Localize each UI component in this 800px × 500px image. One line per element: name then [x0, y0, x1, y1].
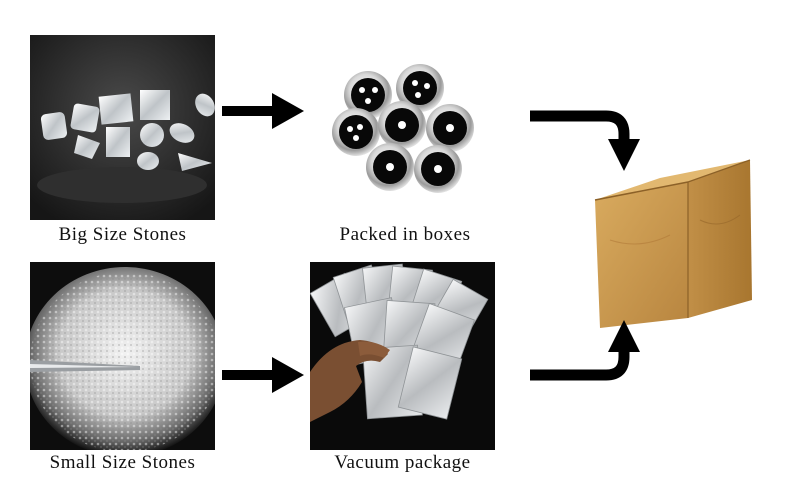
arrow-curve-up-icon: [530, 320, 640, 381]
arrow-right-icon: [222, 93, 304, 129]
caption-packed-boxes: Packed in boxes: [339, 224, 471, 245]
carton-box-image: [590, 150, 760, 335]
small-stones-photo: [30, 262, 215, 450]
vacuum-package-photo: [310, 262, 495, 450]
arrow-right-icon: [222, 357, 304, 393]
arrow-curve-down-icon: [530, 110, 640, 171]
box-1: [344, 71, 392, 119]
caption-small-stones: Small Size Stones: [49, 452, 196, 473]
packed-boxes-photo: [320, 55, 495, 205]
caption-big-stones: Big Size Stones: [58, 224, 187, 245]
big-stones-photo: [30, 35, 215, 220]
caption-vacuum-package: Vacuum package: [334, 452, 471, 473]
